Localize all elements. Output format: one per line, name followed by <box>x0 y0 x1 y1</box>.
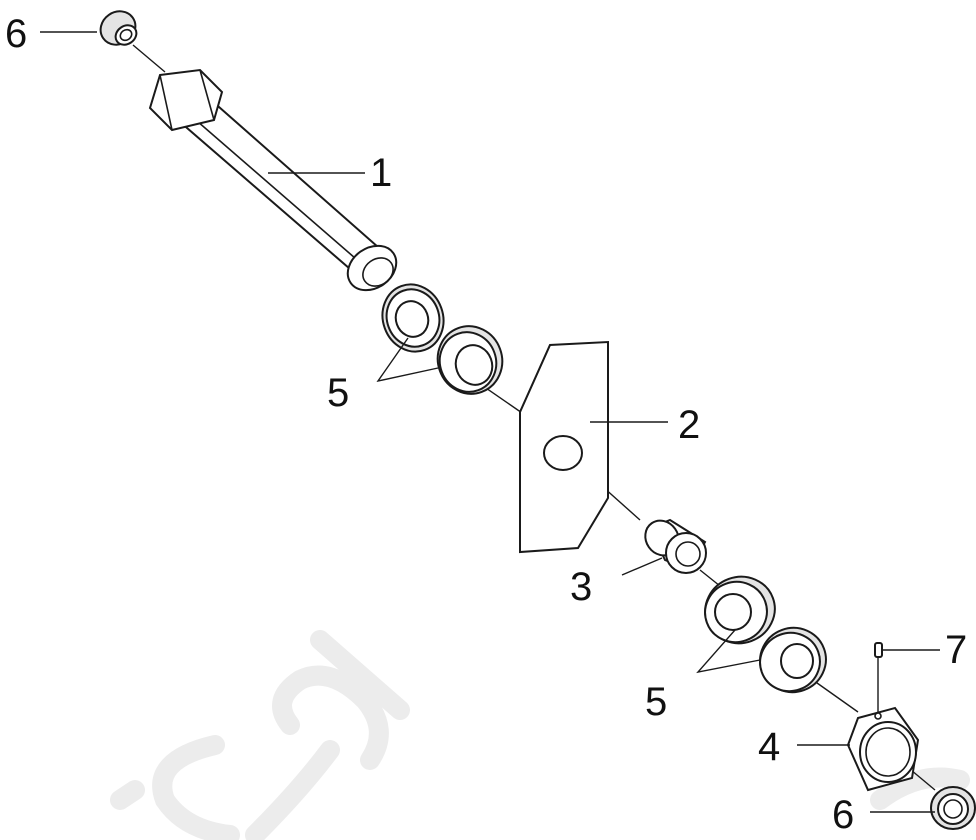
callout-5-lower: 5 <box>645 680 667 724</box>
set-screw <box>874 642 883 712</box>
leader-lines <box>40 31 940 813</box>
end-cap-bottom <box>930 786 976 830</box>
hex-nut <box>846 706 920 792</box>
washer-lower-1 <box>704 575 776 645</box>
end-cap-top <box>99 10 138 46</box>
callout-6-top: 6 <box>5 12 27 56</box>
callout-labels: 6 1 5 2 3 5 7 4 6 <box>5 12 967 837</box>
watermark <box>110 630 970 840</box>
washer-lower-2 <box>759 626 827 694</box>
washer-upper-1 <box>381 283 445 353</box>
callout-5-upper: 5 <box>327 371 349 415</box>
washer-upper-2 <box>436 325 504 395</box>
bolt <box>148 68 398 292</box>
bushing <box>644 518 707 574</box>
callout-4: 4 <box>758 725 780 769</box>
callout-6-bottom: 6 <box>832 793 854 837</box>
callout-2: 2 <box>678 403 700 447</box>
plate <box>519 340 609 554</box>
callout-1: 1 <box>370 151 392 195</box>
callout-7: 7 <box>945 628 967 672</box>
callout-3: 3 <box>570 565 592 609</box>
